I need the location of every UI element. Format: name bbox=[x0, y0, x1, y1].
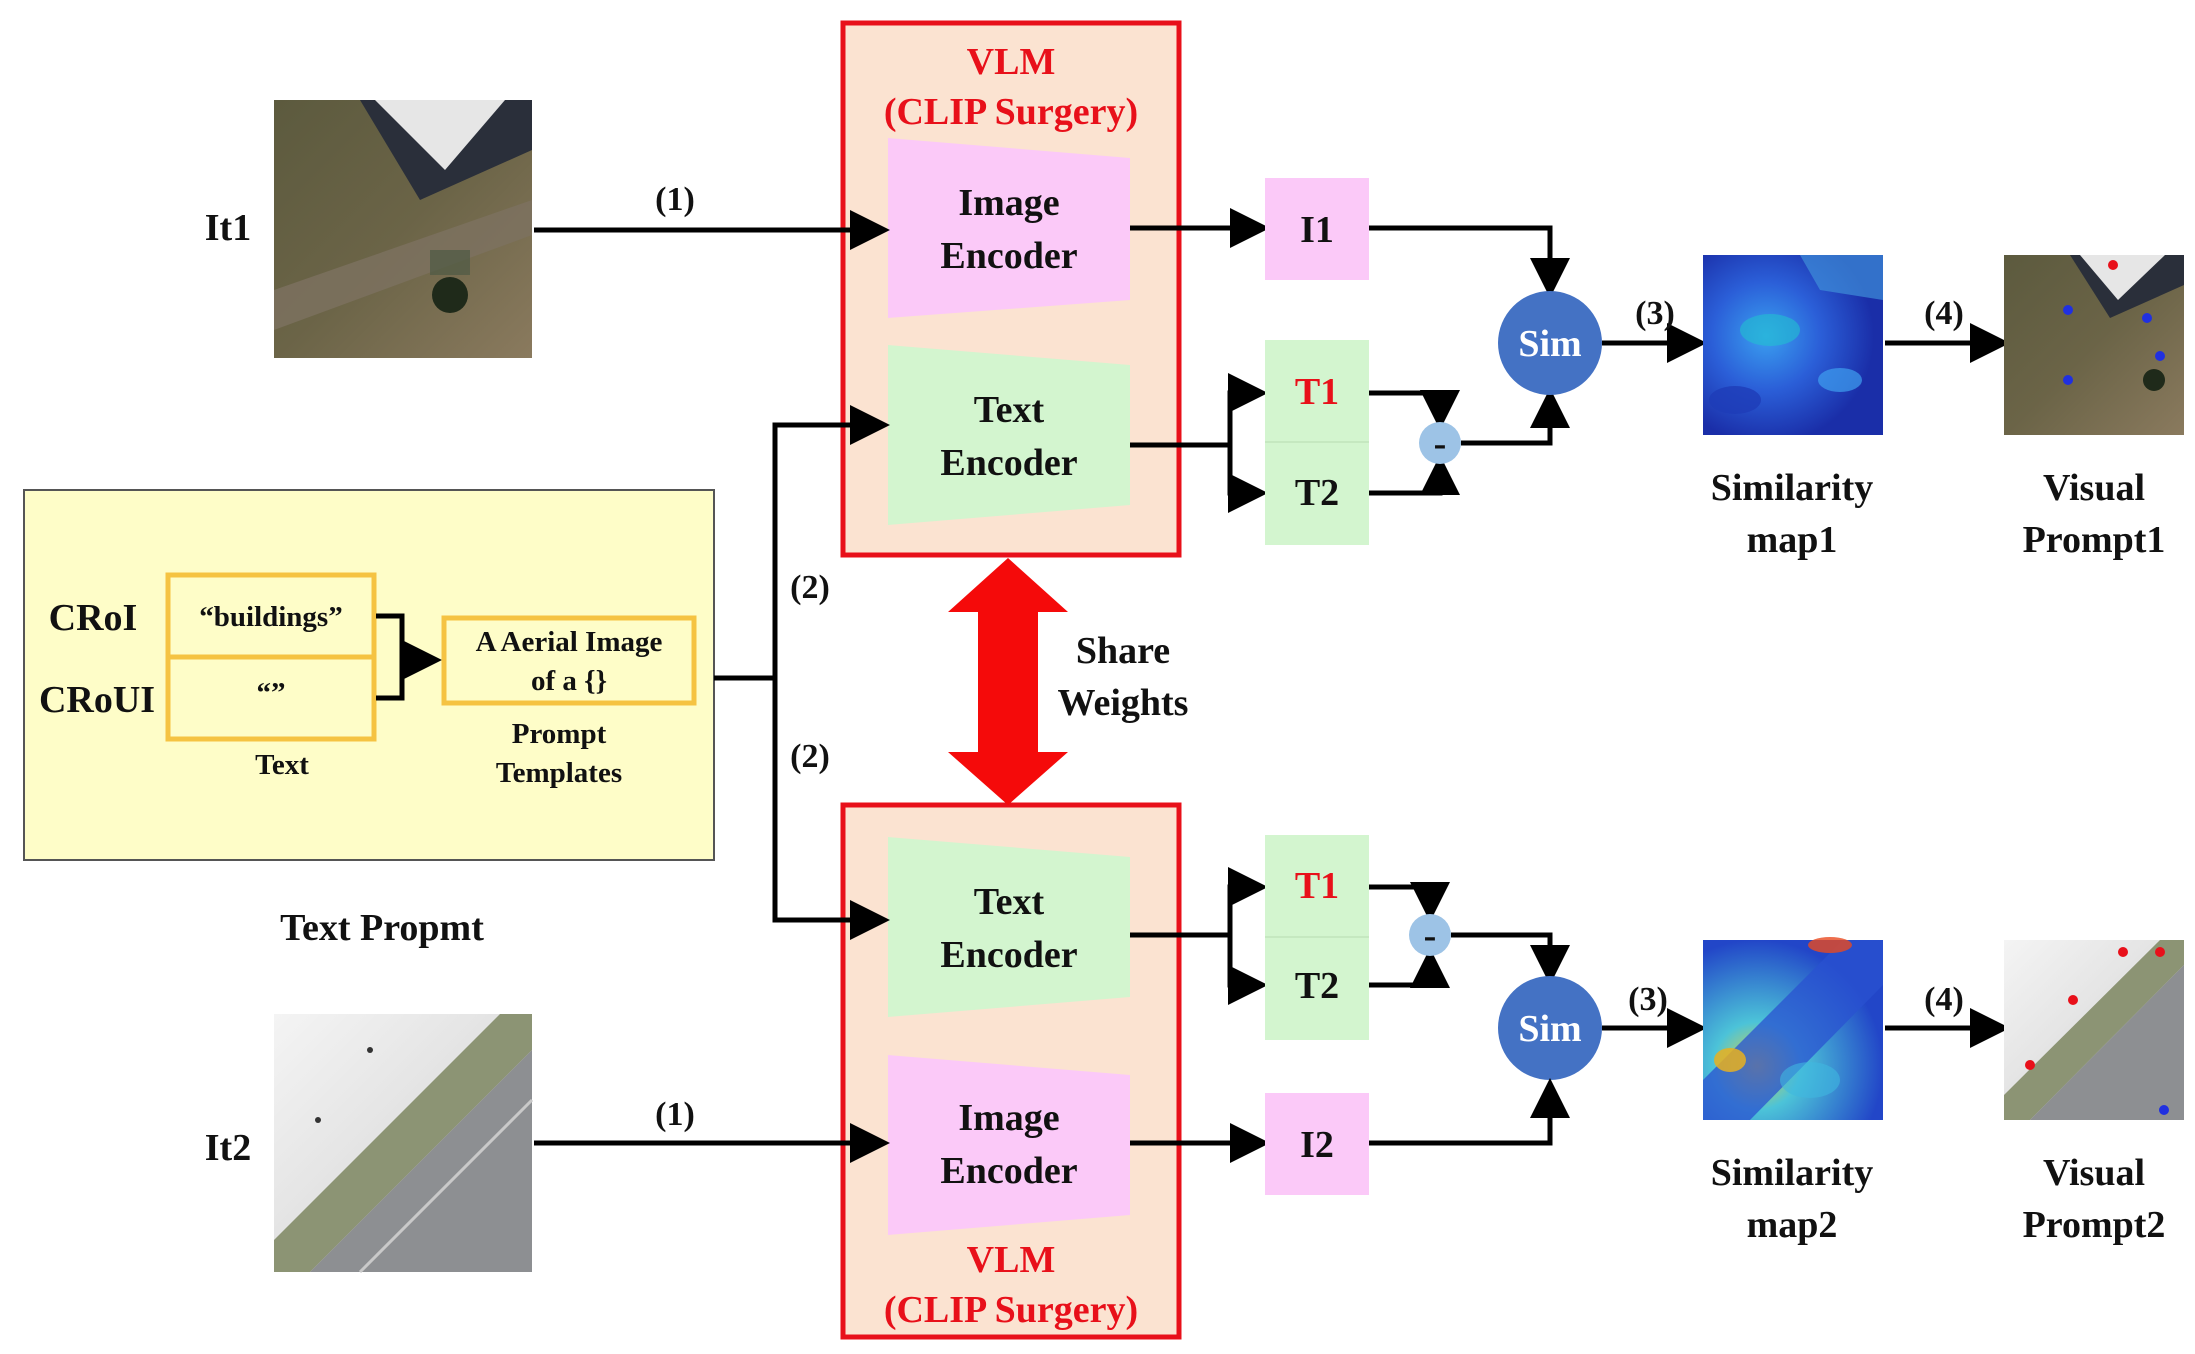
text-prompt-panel: CRoI CRoUI “buildings” “” Text A Aerial … bbox=[23, 489, 715, 861]
sim-node-top bbox=[1498, 291, 1602, 395]
arrow-i1-to-sim-top bbox=[1369, 225, 1570, 298]
arrow-t1-to-minus-bottom bbox=[1369, 882, 1450, 922]
visual2-line2: Prompt2 bbox=[2023, 1204, 2166, 1246]
step3-top: (3) bbox=[1635, 295, 1675, 332]
step1-top: (1) bbox=[655, 181, 695, 218]
text-encoder-bottom-line1: Text bbox=[974, 881, 1045, 923]
arrow-to-t1-bottom bbox=[1130, 867, 1268, 938]
arrow-to-t2-bottom bbox=[1227, 935, 1268, 1005]
sim-map1-line1: Similarity bbox=[1711, 467, 1874, 509]
arrow-minus-to-sim-top bbox=[1461, 388, 1570, 446]
visual1-line2: Prompt1 bbox=[2023, 519, 2166, 561]
it2-label: It2 bbox=[205, 1127, 251, 1169]
visual-prompt2-image bbox=[2004, 940, 2184, 1120]
sim-bottom-label: Sim bbox=[1518, 1008, 1581, 1050]
template-caption-line2: Templates bbox=[496, 757, 622, 789]
i2-box bbox=[1265, 1093, 1369, 1195]
i1-label: I1 bbox=[1300, 209, 1334, 251]
image-encoder-bottom-line1: Image bbox=[958, 1097, 1059, 1139]
arrow-prompt-to-text-encoder-bottom bbox=[772, 678, 890, 940]
sim-node-bottom bbox=[1498, 976, 1602, 1080]
template-line1: A Aerial Image bbox=[476, 626, 663, 658]
t1-bottom-label: T1 bbox=[1295, 865, 1339, 907]
arrow-minus-to-sim-bottom bbox=[1451, 932, 1570, 985]
text-caption: Text bbox=[255, 749, 309, 781]
share-weights-arrow bbox=[948, 558, 1068, 805]
vlm-bottom-block: Text Encoder Image Encoder VLM (CLIP Sur… bbox=[840, 802, 1182, 1340]
text-prompt-title: Text Propmt bbox=[280, 907, 484, 949]
minus-top-label: - bbox=[1434, 423, 1447, 465]
buildings-text: “buildings” bbox=[199, 601, 342, 633]
arrow-prompt-to-text-encoder-top bbox=[714, 405, 890, 681]
minus-node-bottom bbox=[1409, 914, 1451, 956]
arrow-t1-to-minus-top bbox=[1369, 390, 1460, 430]
image-encoder-top-line1: Image bbox=[958, 182, 1059, 224]
text-encoder-top bbox=[888, 345, 1130, 525]
visual1-line1: Visual bbox=[2043, 467, 2145, 509]
share-weights-line2: Weights bbox=[1058, 682, 1189, 724]
t1-top-label: T1 bbox=[1295, 371, 1339, 413]
template-line2: of a {} bbox=[531, 665, 607, 697]
sim-map2-line1: Similarity bbox=[1711, 1152, 1874, 1194]
sim-map1-line2: map1 bbox=[1747, 519, 1838, 561]
step4-bottom: (4) bbox=[1924, 981, 1964, 1018]
text-encoder-bottom-line2: Encoder bbox=[940, 934, 1077, 976]
text-encoder-bottom bbox=[888, 837, 1130, 1017]
sim-map2-line2: map2 bbox=[1747, 1204, 1838, 1246]
arrow-t2-to-minus-top bbox=[1369, 455, 1460, 496]
similarity-map1-image bbox=[1703, 255, 1883, 435]
share-weights-line1: Share bbox=[1076, 630, 1170, 672]
vlm-bottom-subtitle: (CLIP Surgery) bbox=[884, 1289, 1138, 1331]
vlm-top-title: VLM bbox=[967, 41, 1056, 83]
croui-text-box bbox=[165, 654, 377, 742]
image-encoder-bottom-line2: Encoder bbox=[940, 1150, 1077, 1192]
arrow-t2-to-minus-bottom bbox=[1369, 948, 1450, 988]
arrow-to-t1-top bbox=[1130, 373, 1268, 448]
prompt-template-box bbox=[441, 615, 697, 706]
arrow-i2-to-sim-bottom bbox=[1369, 1078, 1570, 1146]
step4-top: (4) bbox=[1924, 295, 1964, 332]
vlm-bottom-title: VLM bbox=[967, 1239, 1056, 1281]
it1-label: It1 bbox=[205, 207, 251, 249]
arrow-to-t2-top bbox=[1227, 445, 1268, 513]
empty-text: “” bbox=[257, 677, 286, 709]
t2-bottom-label: T2 bbox=[1295, 965, 1339, 1007]
minus-bottom-label: - bbox=[1424, 915, 1437, 957]
visual2-line1: Visual bbox=[2043, 1152, 2145, 1194]
visual-prompt1-image bbox=[2004, 255, 2184, 435]
step1-bottom: (1) bbox=[655, 1096, 695, 1133]
croui-label: CRoUI bbox=[39, 679, 155, 721]
i1-box bbox=[1265, 178, 1369, 280]
input-image-it1 bbox=[274, 100, 532, 358]
image-encoder-bottom bbox=[888, 1055, 1130, 1235]
image-encoder-top-line2: Encoder bbox=[940, 235, 1077, 277]
text-encoder-top-line1: Text bbox=[974, 389, 1045, 431]
croi-label: CRoI bbox=[49, 597, 138, 639]
image-encoder-top bbox=[888, 138, 1130, 318]
input-image-it2 bbox=[274, 1014, 534, 1274]
i2-label: I2 bbox=[1300, 1124, 1334, 1166]
similarity-map2-image bbox=[1703, 937, 1883, 1120]
vlm-top-block: VLM (CLIP Surgery) Image Encoder Text En… bbox=[840, 20, 1182, 558]
step3-bottom: (3) bbox=[1628, 981, 1668, 1018]
template-caption-line1: Prompt bbox=[512, 718, 607, 750]
step2-bottom: (2) bbox=[790, 738, 830, 775]
text-encoder-top-line2: Encoder bbox=[940, 442, 1077, 484]
sim-top-label: Sim bbox=[1518, 323, 1581, 365]
vlm-top-subtitle: (CLIP Surgery) bbox=[884, 91, 1138, 133]
t2-top-label: T2 bbox=[1295, 472, 1339, 514]
minus-node-top bbox=[1419, 422, 1461, 464]
step2-top: (2) bbox=[790, 569, 830, 606]
